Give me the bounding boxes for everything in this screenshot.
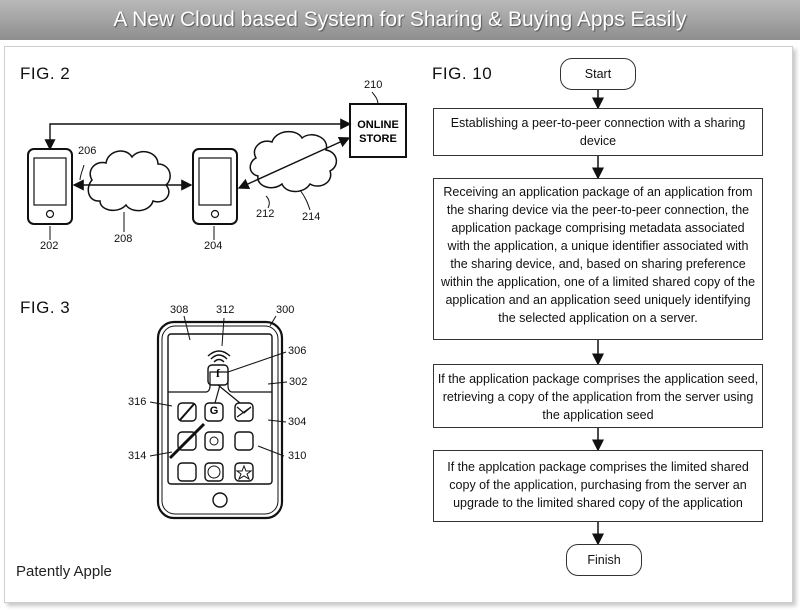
step4-line3: upgrade to the limited shared copy of th…	[453, 496, 743, 510]
ref-308: 308	[170, 304, 189, 316]
flow-step-4: If the applcation package comprises the …	[433, 450, 763, 522]
step3-line3: the application seed	[542, 408, 654, 422]
step3-line2: retrieving a copy of the application fro…	[442, 390, 754, 404]
ref-208: 208	[114, 233, 133, 245]
app-icon-1	[177, 402, 197, 422]
ref-314: 314	[128, 450, 147, 462]
flow-start: Start	[560, 58, 636, 90]
phone-204-icon	[192, 148, 238, 225]
flow-step-3: If the application package comprises the…	[433, 364, 763, 428]
app-icon-g	[204, 402, 224, 422]
fig2-diagram	[27, 91, 407, 240]
home-button-icon	[212, 492, 228, 508]
app-icon-6	[234, 431, 254, 451]
flower-icon	[204, 431, 224, 451]
wireless-signal-icon	[207, 350, 231, 363]
ref-204: 204	[204, 240, 223, 252]
ref-214: 214	[302, 211, 321, 223]
cloud-208-icon	[87, 150, 171, 212]
cloud-214-icon	[249, 130, 338, 193]
ref-300: 300	[276, 304, 295, 316]
step2-line3: application package comprising metadata …	[451, 221, 745, 235]
flow-finish-text: Finish	[587, 553, 621, 567]
step2-line7: application and an application seed uniq…	[445, 293, 751, 307]
step1-line1: Establishing a peer-to-peer connection w…	[450, 116, 746, 130]
ref-304: 304	[288, 416, 307, 428]
step2-line2: the sharing device via the peer-to-peer …	[446, 203, 750, 217]
mail-icon	[234, 402, 254, 422]
fig10-label: FIG. 10	[432, 64, 493, 83]
icon-g-glyph: G	[209, 405, 219, 417]
ref-206: 206	[78, 145, 97, 157]
step4-line1: If the applcation package comprises the …	[447, 460, 749, 474]
ref-316: 316	[128, 396, 147, 408]
star-icon	[234, 462, 254, 482]
ref-310: 310	[288, 450, 307, 462]
globe-icon	[204, 462, 224, 482]
page-title: A New Cloud based System for Sharing & B…	[0, 0, 800, 40]
step2-line5: the sharing device, and, based on sharin…	[450, 257, 746, 271]
icon-f-glyph: f	[216, 366, 220, 380]
ref-212: 212	[256, 208, 275, 220]
flow-step-2: Receiving an application package of an a…	[433, 178, 763, 340]
step2-line4: with the application, a unique identifie…	[447, 239, 749, 253]
step2-line8: the selected application on a server.	[498, 311, 698, 325]
step1-line2: device	[579, 134, 617, 148]
flow-step-1: Establishing a peer-to-peer connection w…	[433, 108, 763, 156]
fig2-label: FIG. 2	[20, 64, 71, 83]
app-icon-7	[177, 462, 197, 482]
ref-210: 210	[364, 79, 383, 91]
online-store-label: ONLINE STORE	[350, 118, 406, 146]
phone-202-icon	[27, 148, 73, 225]
credit-text: Patently Apple	[16, 563, 112, 580]
flow-finish: Finish	[566, 544, 642, 576]
flow-start-text: Start	[584, 67, 612, 81]
device-screen	[167, 333, 273, 485]
ref-302: 302	[289, 376, 308, 388]
app-icon-4	[177, 431, 197, 451]
step4-line2: copy of the application, purchasing from…	[449, 478, 747, 492]
ref-312: 312	[216, 304, 235, 316]
fig3-diagram	[149, 315, 288, 520]
step2-line1: Receiving an application package of an a…	[443, 185, 753, 199]
online-store-line2: STORE	[359, 133, 397, 145]
ref-306: 306	[288, 345, 307, 357]
ref-202: 202	[40, 240, 59, 252]
step2-line6: within the application, one of a limited…	[440, 275, 756, 289]
online-store-line1: ONLINE	[357, 119, 399, 131]
device-body	[156, 320, 284, 520]
step3-line1: If the application package comprises the…	[437, 372, 759, 386]
fig3-label: FIG. 3	[20, 298, 71, 317]
